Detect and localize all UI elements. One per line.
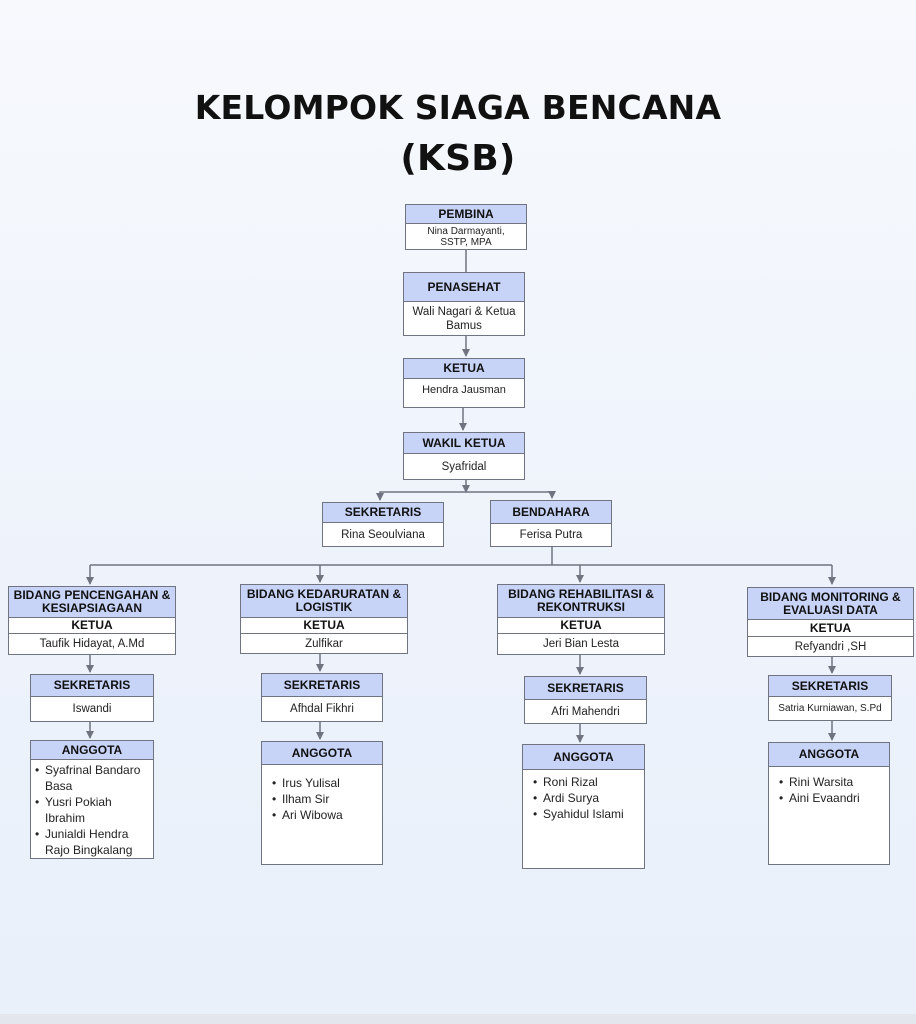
bidang-2-sekretaris-name: Afhdal Fikhri — [261, 696, 383, 722]
bidang-4-ketua-label: KETUA — [747, 619, 914, 637]
list-item: Rini Warsita — [779, 774, 881, 790]
bidang-1-anggota-label: ANGGOTA — [30, 740, 154, 760]
bidang-1-title: BIDANG PENCENGAHAN & KESIAPSIAGAAN — [8, 586, 176, 618]
link-to-bendahara — [466, 491, 556, 499]
chart-title: KELOMPOK SIAGA BENCANA — [194, 88, 722, 127]
list-item: Syafrinal Bandaro Basa — [35, 762, 149, 794]
list-item: Junialdi Hendra Rajo Bingkalang — [35, 826, 149, 858]
bidang-2-ketua-name: Zulfikar — [240, 633, 408, 654]
penasehat-header: PENASEHAT — [403, 272, 525, 302]
bidang-1-ketua-label: KETUA — [8, 617, 176, 634]
list-item: Ardi Surya — [533, 790, 636, 806]
bidang-3-sekretaris-name: Afri Mahendri — [524, 699, 647, 724]
wakil-ketua-header: WAKIL KETUA — [403, 432, 525, 454]
list-item: Syahidul Islami — [533, 806, 636, 822]
bendahara-header: BENDAHARA — [490, 500, 612, 524]
bidang-1-ketua-name: Taufik Hidayat, A.Md — [8, 633, 176, 655]
bidang-4-anggota-list: Rini Warsita Aini Evaandri — [768, 766, 890, 865]
sekretaris-header: SEKRETARIS — [322, 502, 444, 523]
link-to-sekretaris — [376, 491, 466, 501]
bidang-1-sekretaris-label: SEKRETARIS — [30, 674, 154, 697]
bendahara-name: Ferisa Putra — [490, 523, 612, 547]
bidang-3-anggota-list: Roni Rizal Ardi Surya Syahidul Islami — [522, 769, 645, 869]
bidang-4-ketua-name: Refyandri ,SH — [747, 636, 914, 657]
ketua-name: Hendra Jausman — [403, 378, 525, 408]
bidang-2-anggota-list: Irus Yulisal Ilham Sir Ari Wibowa — [261, 764, 383, 865]
list-item: Aini Evaandri — [779, 790, 881, 806]
bottom-bar — [0, 1014, 916, 1024]
bidang-1-anggota-list: Syafrinal Bandaro Basa Yusri Pokiah Ibra… — [30, 759, 154, 859]
bidang-2-anggota-label: ANGGOTA — [261, 741, 383, 765]
bidang-2-ketua-label: KETUA — [240, 617, 408, 634]
list-item: Irus Yulisal — [272, 775, 374, 791]
list-item: Ilham Sir — [272, 791, 374, 807]
list-item: Ari Wibowa — [272, 807, 374, 823]
ketua-header: KETUA — [403, 358, 525, 379]
bidang-3-sekretaris-label: SEKRETARIS — [524, 676, 647, 700]
chart-subtitle: (KSB) — [400, 138, 516, 179]
bidang-2-title: BIDANG KEDARURATAN & LOGISTIK — [240, 584, 408, 618]
list-item: Roni Rizal — [533, 774, 636, 790]
bidang-4-anggota-label: ANGGOTA — [768, 742, 890, 767]
bidang-4-sekretaris-label: SEKRETARIS — [768, 675, 892, 697]
pembina-name: Nina Darmayanti, SSTP, MPA — [405, 223, 527, 250]
bidang-1-sekretaris-name: Iswandi — [30, 696, 154, 722]
penasehat-name: Wali Nagari & Ketua Bamus — [403, 301, 525, 336]
list-item: Yusri Pokiah Ibrahim — [35, 794, 149, 826]
bidang-3-ketua-name: Jeri Bian Lesta — [497, 633, 665, 655]
wakil-ketua-name: Syafridal — [403, 453, 525, 480]
bidang-3-anggota-label: ANGGOTA — [522, 744, 645, 770]
pembina-header: PEMBINA — [405, 204, 527, 224]
bidang-3-ketua-label: KETUA — [497, 617, 665, 634]
bidang-4-title: BIDANG MONITORING & EVALUASI DATA — [747, 587, 914, 620]
sekretaris-name: Rina Seoulviana — [322, 522, 444, 547]
bidang-3-title: BIDANG REHABILITASI & REKONTRUKSI — [497, 584, 665, 618]
bidang-2-sekretaris-label: SEKRETARIS — [261, 673, 383, 697]
bidang-4-sekretaris-name: Satria Kurniawan, S.Pd — [768, 696, 892, 721]
